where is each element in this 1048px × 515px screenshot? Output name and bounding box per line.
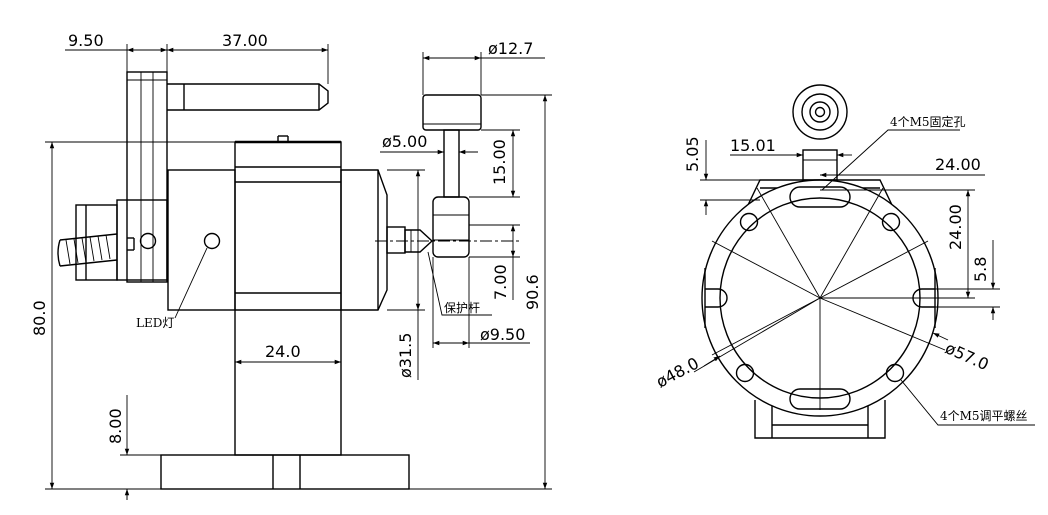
dim-24-00-h: 24.00 [935, 155, 981, 174]
knob-neck [802, 149, 838, 181]
knob [792, 84, 848, 140]
main-body [234, 141, 342, 456]
dim-24-00-v: 24.00 [946, 204, 965, 250]
dim-dia-57-0: ø57.0 [942, 338, 991, 374]
guard-rod [432, 196, 470, 258]
cable-connector [75, 204, 118, 281]
rod-cap [422, 94, 482, 131]
dim-9-50-top: 9.50 [68, 31, 104, 50]
handle-bar [167, 83, 329, 111]
dim-dia-12-7: ø12.7 [488, 39, 533, 58]
dim-37-00: 37.00 [222, 31, 268, 50]
shaft [386, 226, 406, 254]
rod-stem [443, 129, 460, 198]
top-slot [789, 186, 851, 208]
dim-dia-31-5: ø31.5 [396, 333, 415, 378]
bracket [116, 199, 168, 281]
label-guard-rod: 保护杆 [444, 301, 480, 315]
nose-cone [340, 169, 388, 311]
dim-8-00: 8.00 [106, 408, 125, 444]
label-level-screws: 4个M5调平螺丝 [940, 409, 1028, 423]
dim-dia-9-50: ø9.50 [480, 325, 525, 344]
front-housing [167, 169, 236, 311]
dim-7-00: 7.00 [491, 264, 510, 300]
label-fix-holes: 4个M5固定孔 [890, 114, 966, 129]
front-view: 5.05 15.01 24.00 24.00 5.8 ø48.0 ø57.0 4… [653, 84, 1035, 439]
pulley-plate [126, 71, 168, 283]
level-screw-br [885, 363, 905, 383]
label-led: LED灯 [136, 316, 174, 330]
base-plate [160, 454, 410, 490]
level-screw-bl [735, 363, 755, 383]
dim-90-6: 90.6 [523, 274, 542, 310]
fix-hole-tr [881, 212, 901, 232]
dim-24-0: 24.0 [265, 342, 301, 361]
wire-cable [59, 233, 118, 267]
dim-5-8: 5.8 [971, 257, 990, 282]
led-lamp [203, 232, 221, 250]
fix-hole-tl [739, 212, 759, 232]
dim-5-05: 5.05 [683, 136, 702, 172]
bracket-hole [139, 232, 157, 250]
mount-block [754, 400, 886, 439]
dim-80-0: 80.0 [30, 300, 49, 336]
dim-15-01: 15.01 [730, 136, 776, 155]
dim-dia-48-0: ø48.0 [653, 353, 702, 391]
left-slot [705, 288, 728, 308]
side-view: 9.50 37.00 ø12.7 ø5.00 15.00 7.00 ø31.5 [30, 31, 552, 500]
dim-dia-5-00: ø5.00 [382, 132, 427, 151]
dim-15-00: 15.00 [490, 139, 509, 185]
